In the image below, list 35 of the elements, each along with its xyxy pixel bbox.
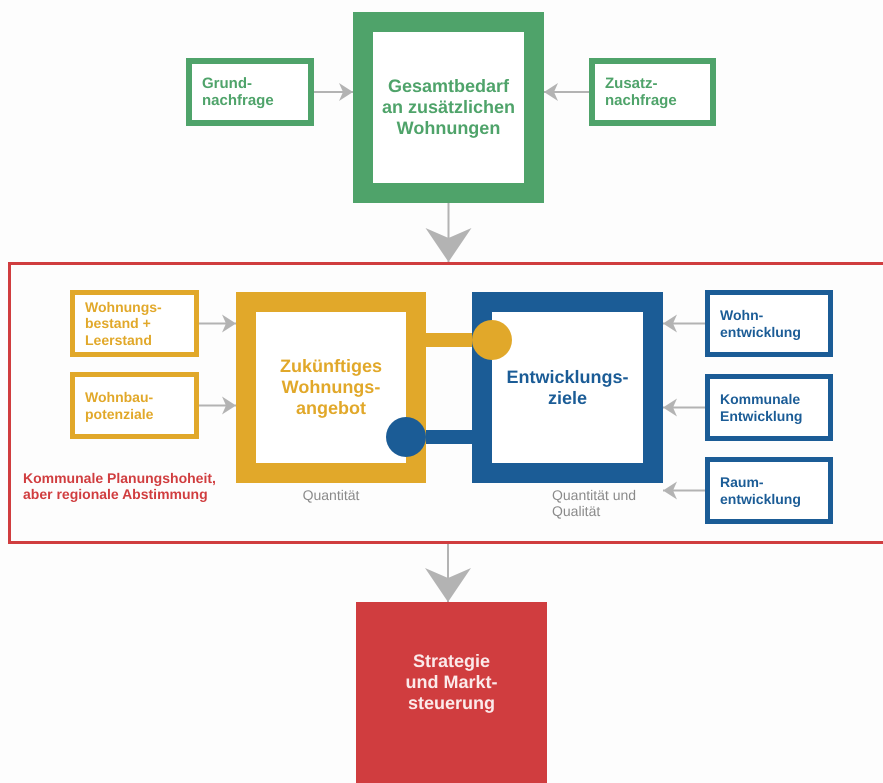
frame-heading: Kommunale Planungshoheit, aber regionale Abstimmung	[23, 470, 217, 502]
node-label: Zukünftiges Wohnungs- angebot	[279, 356, 383, 419]
node-label: Gesamtbedarf an zusätzlichen Wohnungen	[380, 76, 516, 139]
input-box	[186, 58, 314, 126]
planning-frame	[8, 262, 883, 544]
node-label: Grund- nachfrage	[202, 74, 275, 110]
chevron-arrow	[663, 398, 705, 416]
chevron-arrow	[663, 482, 705, 500]
chevron-arrow	[544, 83, 589, 101]
chevron-arrow	[663, 314, 705, 332]
chevron-arrow	[426, 203, 472, 262]
node-label: Kommunale Entwicklung	[720, 391, 804, 424]
node-label: Wohnungs- bestand + Leerstand	[85, 299, 163, 348]
note-text: Quantität	[302, 487, 360, 504]
input-box	[705, 290, 833, 357]
node-label: Wohnbau- potenziale	[85, 389, 154, 422]
chevron-arrow	[199, 314, 236, 332]
input-box	[705, 457, 833, 524]
node-label: Raum- entwicklung	[720, 474, 802, 507]
node-label: Zusatz- nachfrage	[605, 74, 678, 110]
focus-box	[353, 12, 544, 203]
note-text: Quantität und Qualität	[552, 487, 638, 520]
ball-connector	[386, 417, 472, 457]
ball-connector	[426, 320, 512, 360]
input-box	[70, 290, 199, 357]
chevron-arrow	[314, 83, 353, 101]
result-box	[356, 602, 547, 783]
chevron-arrow	[199, 396, 236, 414]
node-label: Strategie und Markt- steuerung	[404, 651, 498, 714]
node-label: Entwicklungs- ziele	[505, 366, 630, 408]
chevron-arrow	[425, 544, 471, 602]
input-box	[705, 374, 833, 441]
input-box	[589, 58, 716, 126]
input-box	[70, 372, 199, 439]
node-label: Wohn- entwicklung	[720, 307, 802, 340]
